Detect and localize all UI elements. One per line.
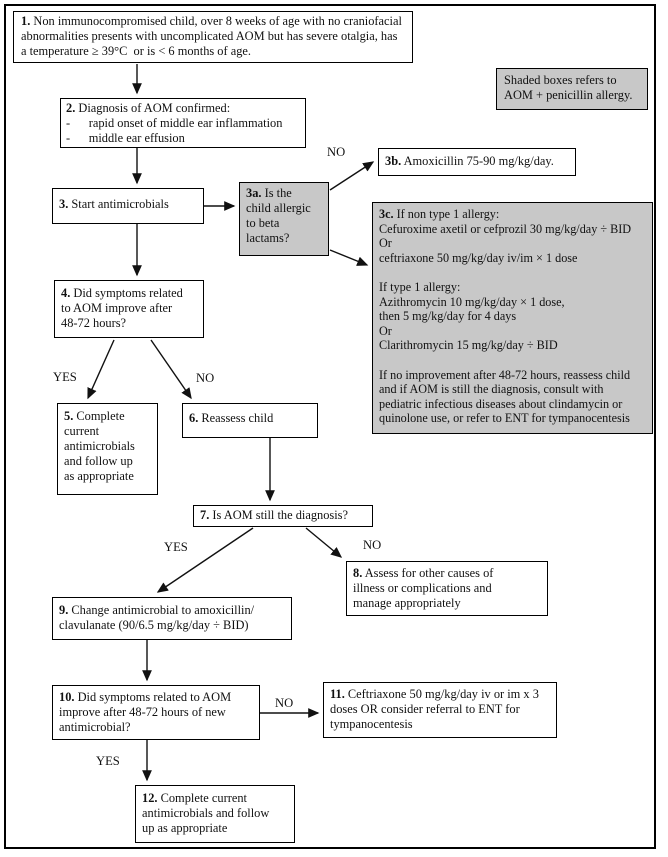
node-3c-allergy-regimens: 3c. If non type 1 allergy: Cefuroxime ax… — [372, 202, 653, 434]
node-text: Change antimicrobial to amoxicillin/ cla… — [59, 603, 255, 632]
arrow-4-to-6 — [150, 339, 192, 400]
edge-label-no-4-to-6: NO — [196, 371, 215, 385]
node-1-presentation: 1. Non immunocompromised child, over 8 w… — [13, 11, 413, 63]
arrow-4-to-5 — [87, 339, 115, 400]
legend-box: Shaded boxes refers to AOM + penicillin … — [496, 68, 648, 110]
edge-label-no-3a-to-3b: NO — [327, 145, 346, 159]
node-number: 8. — [353, 566, 363, 580]
edge-label-yes-4-to-5: YES — [53, 370, 77, 384]
node-text: Complete current antimicrobials and foll… — [142, 791, 270, 835]
edge-label-yes-7-to-9: YES — [164, 540, 188, 554]
node-number: 2. — [66, 101, 76, 115]
node-3a-beta-lactam-allergy-question: 3a. Is the child allergic to beta lactam… — [239, 182, 329, 256]
node-number: 3a. — [246, 186, 262, 200]
arrow-3a-to-3b — [329, 161, 375, 191]
node-2-diagnosis-confirmed: 2. Diagnosis of AOM confirmed: - rapid o… — [60, 98, 306, 148]
node-6-reassess-child: 6. Reassess child — [182, 403, 318, 438]
node-number: 3b. — [385, 154, 402, 168]
node-text: Complete current antimicrobials and foll… — [64, 409, 135, 483]
node-text: Reassess child — [198, 411, 274, 425]
node-number: 3. — [59, 197, 69, 211]
edge-label-no-7-to-8: NO — [363, 538, 382, 552]
arrow-7-to-8 — [305, 527, 343, 558]
node-text: Amoxicillin 75-90 mg/kg/day. — [401, 154, 554, 168]
legend-text: Shaded boxes refers to AOM + penicillin … — [504, 73, 633, 102]
edge-label-no-10-to-11: NO — [275, 696, 294, 710]
page-border — [4, 4, 656, 849]
node-9-change-antimicrobial: 9. Change antimicrobial to amoxicillin/ … — [52, 597, 292, 640]
node-number: 6. — [189, 411, 199, 425]
node-number: 10. — [59, 690, 75, 704]
node-text: Diagnosis of AOM confirmed: - rapid onse… — [66, 101, 283, 145]
node-text: Non immunocompromised child, over 8 week… — [21, 14, 402, 58]
node-12-complete-antimicrobials: 12. Complete current antimicrobials and … — [135, 785, 295, 843]
node-3b-amoxicillin: 3b. Amoxicillin 75-90 mg/kg/day. — [378, 148, 576, 176]
node-text: Ceftriaxone 50 mg/kg/day iv or im x 3 do… — [330, 687, 539, 731]
node-text: If non type 1 allergy: Cefuroxime axetil… — [379, 207, 632, 426]
node-number: 9. — [59, 603, 69, 617]
node-11-ceftriaxone-or-ent-referral: 11. Ceftriaxone 50 mg/kg/day iv or im x … — [323, 682, 557, 738]
node-number: 11. — [330, 687, 345, 701]
node-text: Assess for other causes of illness or co… — [353, 566, 494, 610]
node-7-aom-still-diagnosis-question: 7. Is AOM still the diagnosis? — [193, 505, 373, 527]
node-number: 1. — [21, 14, 31, 28]
arrow-7-to-9 — [156, 527, 254, 593]
node-8-assess-other-causes: 8. Assess for other causes of illness or… — [346, 561, 548, 616]
node-number: 7. — [200, 508, 210, 522]
node-number: 3c. — [379, 207, 394, 221]
node-text: Did symptoms related to AOM improve afte… — [61, 286, 183, 330]
node-number: 5. — [64, 409, 74, 423]
node-5-complete-antimicrobials: 5. Complete current antimicrobials and f… — [57, 403, 158, 495]
arrow-3a-to-3c — [329, 249, 369, 266]
node-number: 4. — [61, 286, 71, 300]
node-4-symptom-improvement-question: 4. Did symptoms related to AOM improve a… — [54, 280, 204, 338]
node-10-improvement-new-antimicrobial-question: 10. Did symptoms related to AOM improve … — [52, 685, 260, 740]
node-number: 12. — [142, 791, 158, 805]
node-text: Start antimicrobials — [68, 197, 169, 211]
node-text: Is the child allergic to beta lactams? — [246, 186, 311, 245]
node-text: Is AOM still the diagnosis? — [209, 508, 349, 522]
node-3-start-antimicrobials: 3. Start antimicrobials — [52, 188, 204, 224]
edge-label-yes-10-to-12: YES — [96, 754, 120, 768]
node-text: Did symptoms related to AOM improve afte… — [59, 690, 232, 734]
